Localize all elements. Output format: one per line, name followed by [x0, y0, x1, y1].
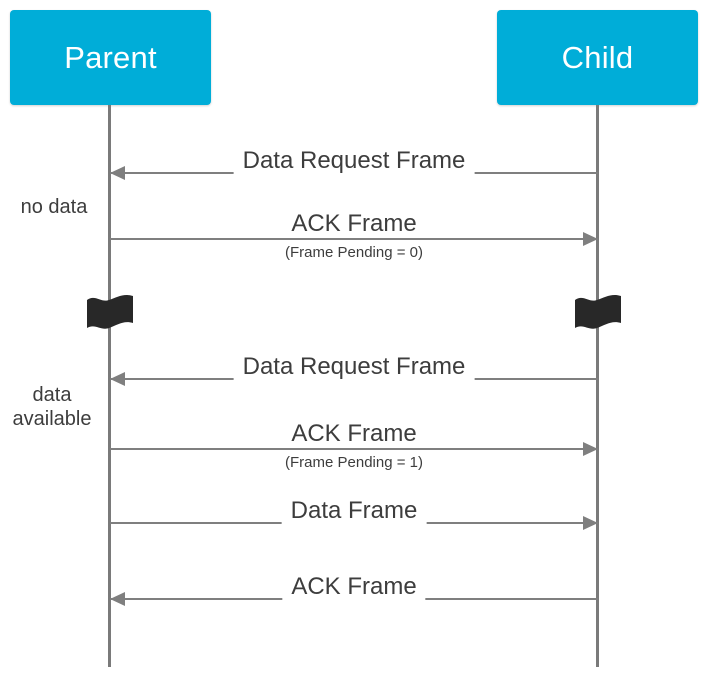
- message-label-5: Data Frame: [281, 497, 427, 525]
- actor-label-child: Child: [561, 39, 634, 75]
- annotation-no-data: no data: [20, 196, 88, 218]
- message-label-6: ACK Frame: [282, 573, 426, 601]
- arrowhead-left-icon: [110, 372, 125, 386]
- arrowhead-left-icon: [110, 592, 125, 606]
- message-sublabel-2: (Frame Pending = 0): [278, 243, 430, 262]
- message-label-3: Data Request Frame: [233, 353, 475, 381]
- message-label-4: ACK Frame: [282, 420, 426, 448]
- arrowhead-right-icon: [583, 442, 598, 456]
- message-sublabel-4: (Frame Pending = 1): [278, 453, 430, 472]
- time-break-icon: [572, 292, 624, 332]
- lifeline-parent: [108, 105, 111, 667]
- message-label-2: ACK Frame: [282, 210, 426, 238]
- time-break-icon: [84, 292, 136, 332]
- actor-box-child[interactable]: Child: [497, 10, 698, 105]
- message-line-2: [110, 238, 598, 240]
- arrowhead-right-icon: [583, 232, 598, 246]
- actor-label-parent: Parent: [64, 39, 157, 75]
- annotation-data-available: data available: [12, 384, 92, 430]
- message-line-4: [110, 448, 598, 450]
- arrowhead-left-icon: [110, 166, 125, 180]
- lifeline-child: [596, 105, 599, 667]
- actor-box-parent[interactable]: Parent: [10, 10, 211, 105]
- message-label-1: Data Request Frame: [233, 147, 475, 175]
- arrowhead-right-icon: [583, 516, 598, 530]
